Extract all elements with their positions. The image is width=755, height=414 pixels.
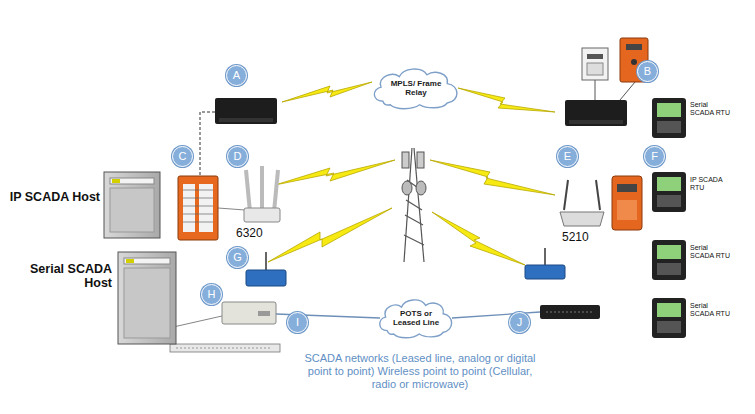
callout-letter: J	[509, 312, 530, 333]
callout-letter: A	[226, 65, 247, 86]
rtu-label: IP SCADA RTU	[690, 176, 730, 192]
model-number: 5210	[562, 231, 589, 245]
host-label: Serial SCADA Host	[8, 262, 112, 291]
callout-letter: D	[227, 146, 248, 167]
callout-letter: E	[557, 146, 578, 167]
callout-letter: F	[644, 146, 665, 167]
callout-letter: H	[201, 284, 222, 305]
rtu-label: Serial SCADA RTU	[690, 244, 730, 260]
model-number: 6320	[236, 227, 263, 241]
rtu-label: Serial SCADA RTU	[690, 302, 730, 318]
cloud-text-area: POTS or Leased Line	[376, 297, 456, 339]
callout-letter: C	[172, 146, 193, 167]
caption: SCADA networks (Leased line, analog or d…	[295, 352, 545, 392]
cloud-label: MPLS/ Frame Relay	[388, 79, 444, 97]
cloud-label: POTS or Leased Line	[391, 309, 441, 327]
cloud-node: MPLS/ Frame Relay	[370, 66, 462, 110]
host-label: IP SCADA Host	[8, 190, 100, 204]
callout-letter: G	[227, 247, 248, 268]
cloud-node: POTS or Leased Line	[376, 297, 456, 339]
rtu-label: Serial SCADA RTU	[690, 101, 730, 117]
cloud-text-area: MPLS/ Frame Relay	[370, 66, 462, 110]
callout-letter: B	[637, 61, 658, 82]
callout-letter: I	[287, 312, 308, 333]
